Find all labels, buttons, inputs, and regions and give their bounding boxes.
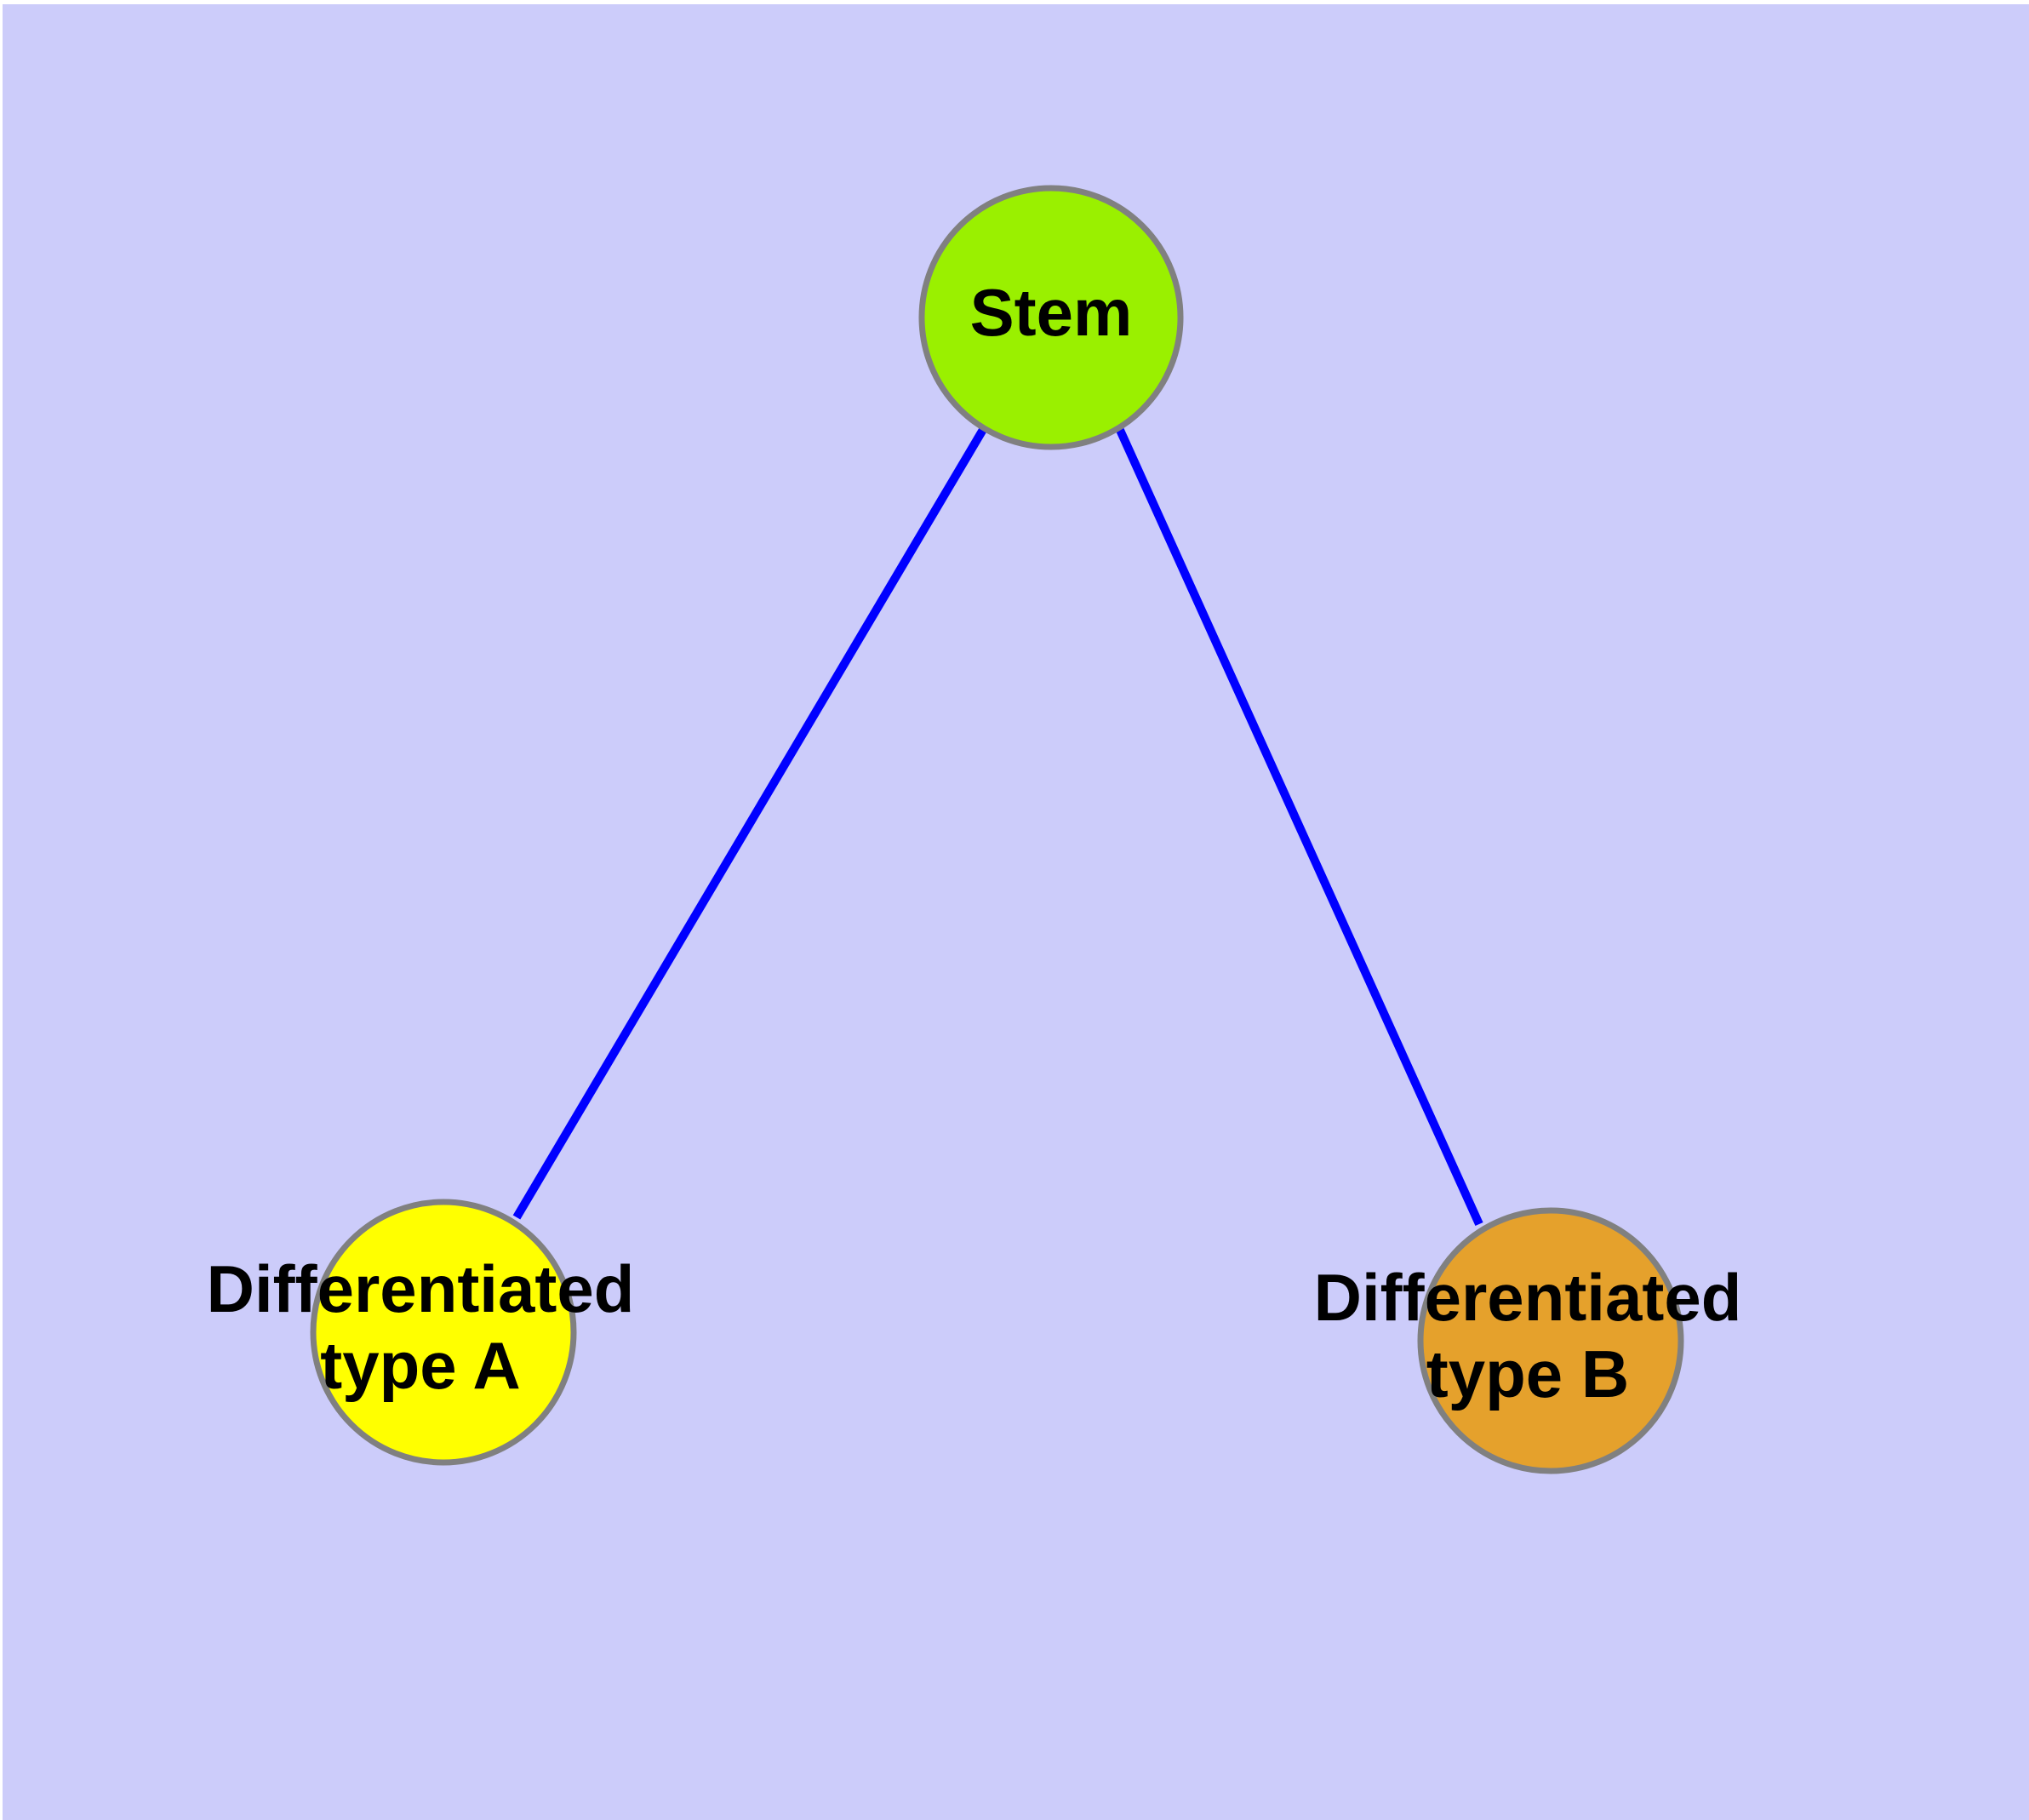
edge-layer xyxy=(512,426,1483,1227)
node-shape-layer xyxy=(310,185,1684,1474)
node-stem-label: Stem xyxy=(970,275,1133,350)
node-stem-circle[interactable] xyxy=(918,185,1184,450)
edge-stem-to-differentiated-type-b[interactable] xyxy=(1115,426,1483,1227)
node-differentiated-type-b-circle[interactable] xyxy=(1417,1207,1684,1474)
node-differentiated-type-a-circle[interactable] xyxy=(310,1199,577,1466)
edge-stem-to-differentiated-type-a[interactable] xyxy=(512,426,988,1220)
